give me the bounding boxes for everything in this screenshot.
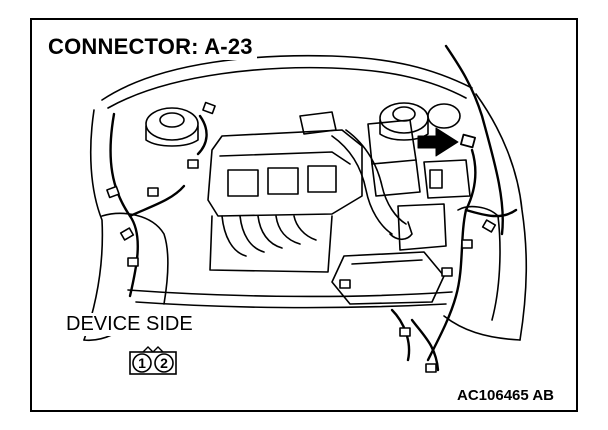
connector-face-icon: 1 2 [129, 346, 177, 375]
harness-connectors [106, 101, 497, 373]
diagram-title: CONNECTOR: A-23 [48, 34, 257, 60]
right-strut-tower [379, 102, 461, 141]
pin-1-label: 1 [138, 355, 146, 371]
radiator-support [127, 289, 453, 298]
left-strut-tower [145, 107, 199, 147]
battery-box [367, 119, 471, 199]
connector-a23-location [460, 133, 476, 149]
air-cleaner-box [331, 203, 447, 305]
wiring-harness-left [109, 112, 208, 298]
diagram-frame: CONNECTOR: A-23 [30, 18, 578, 412]
pin-1-circle [132, 353, 152, 373]
pin-2-label: 2 [160, 355, 168, 371]
right-fender [475, 93, 528, 341]
reference-code: AC106465 AB [457, 387, 554, 404]
engine-block [207, 111, 363, 217]
hood-outline [101, 54, 473, 101]
intake-manifold [209, 215, 333, 273]
device-side-label: DEVICE SIDE [66, 313, 193, 336]
wiring-harness-right [390, 44, 518, 372]
left-fender [83, 109, 104, 341]
engine-bay-illustration [83, 44, 528, 373]
pin-2-circle [154, 353, 174, 373]
intake-hose [331, 129, 413, 241]
location-arrow [417, 127, 459, 157]
